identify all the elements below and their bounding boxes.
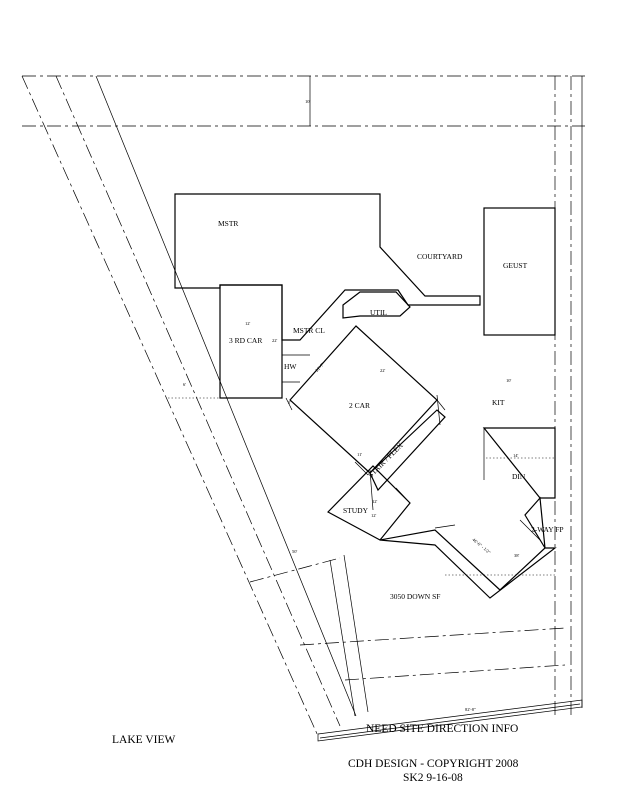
- label-guest: GEUST: [503, 261, 528, 270]
- site-direction-note: NEED SITE DIRECTION INFO: [366, 723, 518, 735]
- bottom-dimension-band: [317, 699, 583, 742]
- label-courtyard: COURTYARD: [417, 252, 463, 261]
- third-car-garage-outline: [219, 284, 283, 399]
- dim-car2-depth: 22': [380, 368, 386, 373]
- dim-left-band: 50': [292, 549, 298, 554]
- label-two-car: 2 CAR: [349, 401, 370, 410]
- din-room-outline: [482, 427, 556, 499]
- dim-fp-run: 46'-6" - 1/2": [471, 537, 491, 555]
- label-down-sf: 3050 DOWN SF: [390, 592, 440, 601]
- dim-car2-width: 21'-7": [314, 361, 325, 372]
- sheet-number: SK2 9-16-08: [403, 772, 463, 784]
- dim-garage3-width: 12': [245, 321, 251, 326]
- fp-wing-outline: [379, 496, 557, 599]
- stair-flex-outline: [369, 409, 446, 492]
- property-lines: [21, 75, 585, 737]
- label-mstr: MSTR: [218, 219, 238, 228]
- label-two-way-fp: 2-WAY FP: [531, 525, 564, 534]
- dim-study-a: 12': [372, 499, 378, 504]
- dim-study-b: 12': [371, 513, 377, 518]
- dim-din-width: 14': [513, 453, 519, 458]
- dim-small-a: 11': [357, 452, 362, 457]
- label-study: STUDY: [343, 506, 369, 515]
- util-room-outline: [342, 291, 411, 319]
- dim-garage3-depth: 22': [272, 338, 278, 343]
- label-hw: HW: [284, 362, 297, 371]
- copyright-note: CDH DESIGN - COPYRIGHT 2008: [348, 758, 519, 770]
- label-mstr-cl: MSTR CL: [293, 326, 325, 335]
- label-din: DIN: [512, 472, 526, 481]
- mstr-room-outline: [174, 193, 481, 341]
- label-stair-flex: STAIR / FLEX: [366, 440, 405, 479]
- label-util: UTIL: [370, 308, 387, 317]
- two-car-garage-outline: [289, 325, 438, 474]
- label-third-car: 3 RD CAR: [229, 336, 262, 345]
- guest-room-outline: [483, 207, 556, 336]
- dim-bottom: 82'-8": [465, 707, 476, 712]
- dim-small-b: 5': [288, 400, 291, 405]
- dim-kit-small: 10': [506, 378, 512, 383]
- dim-fp-short: 38': [514, 553, 520, 558]
- dim-setback-left: 6': [183, 382, 186, 387]
- label-kit: KIT: [492, 398, 505, 407]
- lake-view-note: LAKE VIEW: [112, 734, 175, 746]
- dim-top: 10': [305, 99, 311, 104]
